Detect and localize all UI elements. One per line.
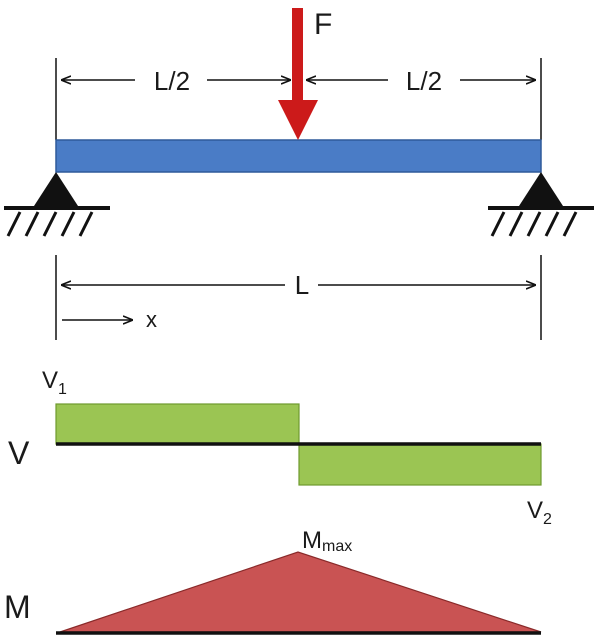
right-support-icon [488, 172, 594, 237]
shear-diagram [55, 403, 542, 486]
span-label: L [295, 270, 309, 300]
moment-axis-label: M [4, 589, 31, 625]
shear-right-label: V2 [527, 497, 552, 528]
dimension-right-half: L/2 [307, 66, 535, 96]
shear-positive-block [55, 403, 300, 445]
left-support-icon [4, 172, 110, 237]
force-label: F [314, 8, 332, 41]
half-span-right-label: L/2 [406, 66, 442, 96]
half-span-left-label: L/2 [154, 66, 190, 96]
moment-peak-label: Mmax [302, 527, 352, 555]
shear-left-label: V1 [42, 367, 67, 398]
position-label: x [146, 307, 157, 332]
shear-axis-label: V [8, 435, 30, 471]
dimension-full-span: L [62, 270, 535, 300]
force-arrow [278, 8, 318, 140]
shear-negative-block [298, 443, 542, 486]
beam [55, 139, 542, 173]
moment-diagram [56, 551, 542, 635]
moment-triangle [59, 551, 542, 633]
dimension-left-half: L/2 [62, 66, 290, 96]
